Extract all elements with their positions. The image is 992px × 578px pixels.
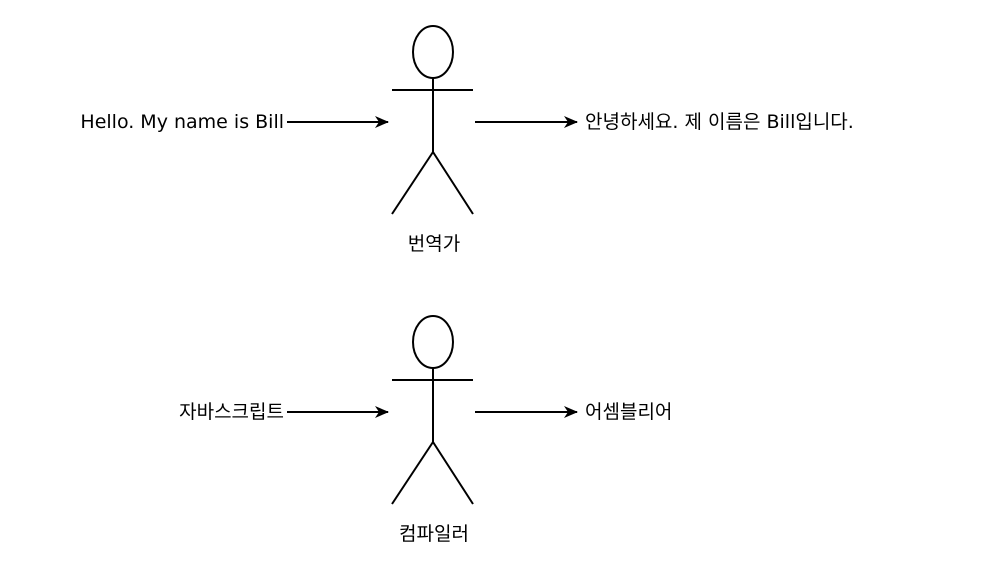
compiler-actor-left-leg [391,441,434,505]
compiler-output-text: 어셈블리어 [585,401,673,423]
translator-actor-figure[interactable] [391,25,474,215]
translator-actor-label: 번역가 [407,233,461,255]
compiler-input-text: 자바스크립트 [179,401,284,423]
translator-actor-head [412,25,454,79]
compiler-actor-right-leg [432,441,474,505]
compiler-actor-head [412,315,454,369]
compiler-actor-figure[interactable] [391,315,474,505]
translator-actor-right-leg [432,151,474,215]
compiler-actor-label: 컴파일러 [399,523,469,545]
translator-input-text: Hello. My name is Bill [80,111,284,133]
translator-actor-left-leg [391,151,434,215]
translator-output-text: 안녕하세요. 제 이름은 Bill입니다. [585,111,854,133]
